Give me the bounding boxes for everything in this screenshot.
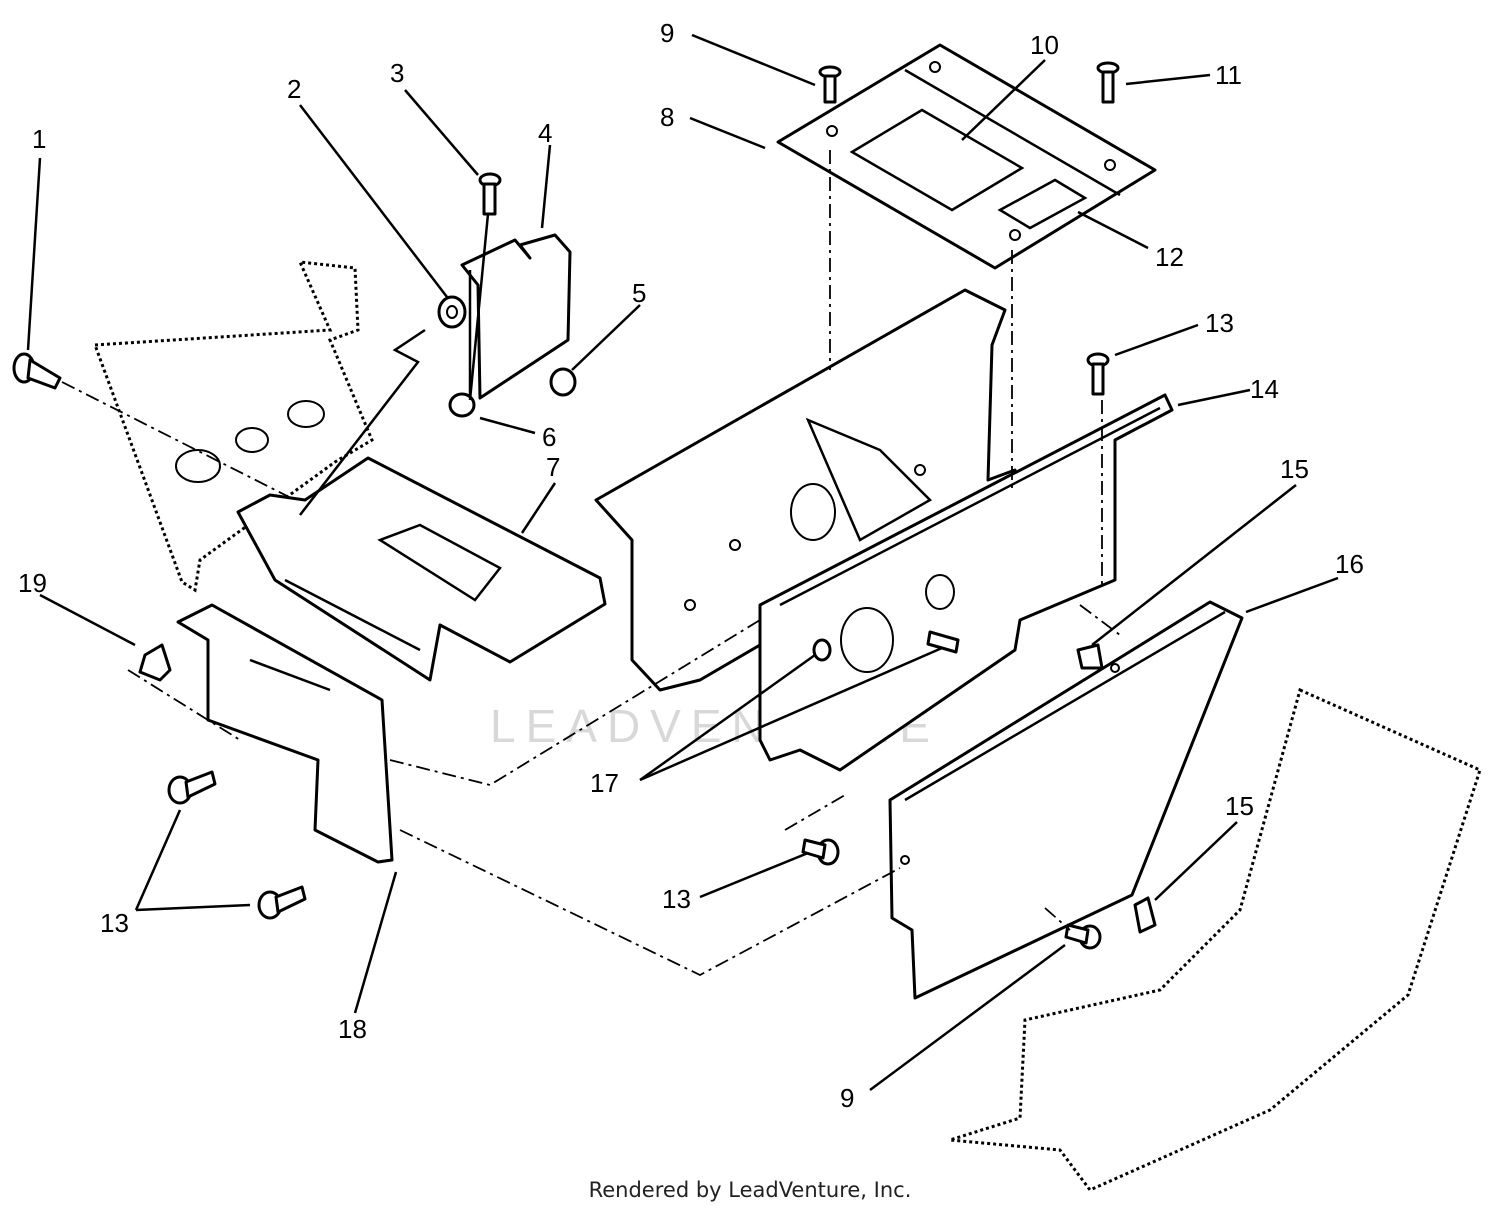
screw-13-top bbox=[1086, 352, 1110, 396]
clip-19 bbox=[138, 643, 172, 682]
small-bracket bbox=[460, 233, 572, 400]
bolt-13-front-lower bbox=[257, 885, 307, 920]
side-panel bbox=[888, 600, 1244, 1000]
bolt-13-side bbox=[801, 838, 840, 866]
callout-2: 2 bbox=[287, 74, 301, 104]
callout-9-top: 9 bbox=[660, 18, 674, 48]
callout-8: 8 bbox=[660, 102, 674, 132]
callout-14: 14 bbox=[1250, 374, 1279, 404]
seat-pan-phantom bbox=[949, 687, 1482, 1192]
clip-15-lower bbox=[1133, 896, 1157, 934]
leader-lines bbox=[26, 33, 1339, 1092]
footer-credit: Rendered by LeadVenture, Inc. bbox=[588, 1178, 912, 1202]
dash-panel-phantom bbox=[92, 260, 374, 593]
callout-17: 17 bbox=[590, 768, 619, 798]
bolt-13-front-upper bbox=[167, 770, 217, 805]
callout-5: 5 bbox=[632, 278, 646, 308]
callout-11: 11 bbox=[1215, 60, 1242, 90]
callout-3: 3 bbox=[390, 58, 404, 88]
bolt-9-side bbox=[1064, 923, 1102, 950]
callout-13-left: 13 bbox=[100, 908, 129, 938]
callout-12: 12 bbox=[1155, 242, 1184, 272]
bolt-3 bbox=[468, 172, 502, 401]
callout-9-side: 9 bbox=[840, 1083, 854, 1113]
nut-5 bbox=[549, 367, 577, 397]
main-frame bbox=[594, 288, 1017, 692]
callout-15-lower: 15 bbox=[1225, 791, 1254, 821]
callout-1: 1 bbox=[32, 124, 46, 154]
bolts-17 bbox=[812, 630, 960, 662]
clip-15-upper bbox=[1076, 643, 1104, 670]
callout-13-side: 13 bbox=[662, 884, 691, 914]
bolt-1 bbox=[12, 352, 62, 390]
callout-15-upper: 15 bbox=[1280, 454, 1309, 484]
screw-11 bbox=[1096, 61, 1120, 104]
callout-13-top: 13 bbox=[1205, 308, 1234, 338]
callout-19: 19 bbox=[18, 568, 47, 598]
base-bracket bbox=[236, 456, 607, 682]
callout-6: 6 bbox=[542, 422, 556, 452]
washer-2 bbox=[437, 295, 467, 329]
callout-4: 4 bbox=[538, 118, 552, 148]
front-bracket bbox=[176, 603, 394, 864]
callout-16: 16 bbox=[1335, 549, 1364, 579]
callout-labels: 1 2 3 4 5 6 7 8 9 10 11 12 13 14 15 15 1… bbox=[18, 18, 1364, 1113]
nut-6 bbox=[448, 392, 476, 418]
callout-18: 18 bbox=[338, 1014, 367, 1044]
callout-10: 10 bbox=[1030, 30, 1059, 60]
screw-9-top bbox=[818, 65, 842, 104]
side-rail bbox=[758, 393, 1174, 772]
callout-7: 7 bbox=[546, 452, 560, 482]
assembly-centerlines bbox=[61, 150, 1121, 977]
top-plate bbox=[776, 43, 1157, 270]
